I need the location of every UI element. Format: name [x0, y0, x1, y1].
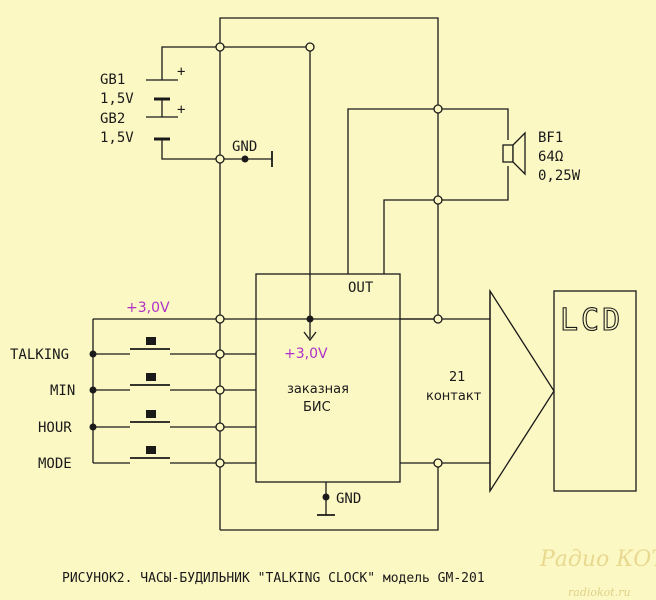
bf1-impedance: 64Ω	[538, 149, 563, 165]
figure-caption: РИСУНОК2. ЧАСЫ-БУДИЛЬНИК "TALKING CLOCK"…	[62, 571, 485, 586]
chip-line1: заказная	[287, 382, 349, 397]
node-min	[89, 386, 97, 394]
gb1-plus: +	[177, 64, 185, 80]
out-label: OUT	[348, 280, 374, 296]
gnd-bottom-node	[322, 493, 330, 501]
bus-line1: 21	[449, 370, 466, 385]
node-talking	[89, 350, 97, 358]
node-hour	[89, 423, 97, 431]
bus-line2: контакт	[426, 389, 482, 404]
wire-out-speaker	[347, 108, 509, 274]
button-talking-label: TALKING	[10, 347, 69, 363]
v-left-label: +3,0V	[126, 300, 170, 316]
chip-block	[255, 273, 401, 483]
bf1-power: 0,25W	[538, 168, 581, 184]
v-chip-label: +3,0V	[284, 346, 328, 362]
gb2-name: GB2	[100, 111, 125, 127]
watermark-site: radiokot.ru	[568, 586, 631, 599]
arrow-vcc	[303, 331, 317, 342]
speaker-cone	[512, 131, 526, 176]
gnd-bottom-label: GND	[336, 491, 361, 507]
lcd-label: LCD	[560, 303, 623, 338]
wire-out-speaker-2	[383, 166, 509, 274]
gnd-top-node	[241, 155, 249, 163]
button-hour-label: HOUR	[38, 420, 72, 436]
wire-top-loop	[219, 17, 439, 319]
wire-battery-top	[161, 46, 220, 80]
button-rows	[93, 337, 256, 464]
wire-vcc-chip	[220, 46, 311, 338]
bf1-name: BF1	[538, 130, 563, 146]
gb2-plus: +	[177, 102, 185, 118]
gb1-name: GB1	[100, 72, 125, 88]
bus-arrow	[489, 288, 555, 494]
wire-bottom-loop	[220, 463, 439, 531]
gb2-value: 1,5V	[100, 130, 134, 146]
chip-line2: БИС	[303, 400, 331, 415]
button-mode-label: MODE	[38, 456, 72, 472]
open-nodes	[215, 42, 443, 468]
lcd-block	[553, 290, 637, 492]
wire-battery-bottom	[161, 139, 220, 160]
watermark-logo: Радио КОТ	[539, 547, 656, 572]
button-min-label: MIN	[50, 383, 75, 399]
speaker-body	[502, 144, 514, 163]
gb1-value: 1,5V	[100, 91, 134, 107]
gnd-top-label: GND	[232, 139, 257, 155]
